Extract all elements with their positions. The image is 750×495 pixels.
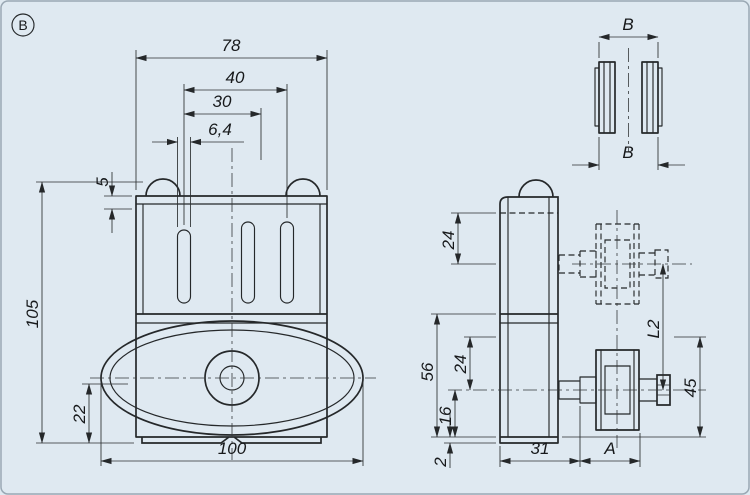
dim-b-bottom-label: B (622, 143, 633, 162)
dim-105-label: 105 (23, 299, 42, 328)
front-slot-right (279, 221, 295, 304)
side-body-outline (499, 179, 559, 444)
side-view: B B 24 56 24 16 2 31 A L2 45 (418, 15, 706, 468)
dim-45-label: 45 (681, 378, 700, 397)
side-body-inner-lines (499, 196, 559, 438)
side-centerlines (448, 210, 706, 448)
front-part-outline (135, 178, 328, 444)
side-extension-lines (431, 42, 706, 467)
dim-l2-label: L2 (644, 319, 663, 338)
dim-5-label: 5 (93, 177, 112, 187)
dim-24-mid-label: 24 (451, 355, 470, 375)
front-view: 78 40 30 6,4 5 105 22 100 (23, 36, 376, 466)
dim-b-top-label: B (622, 15, 633, 34)
front-slot-middle (240, 221, 256, 304)
dim-78-label: 78 (222, 36, 241, 55)
front-centerlines (90, 148, 376, 460)
front-slot-left (176, 229, 192, 304)
dim-40-label: 40 (226, 68, 245, 87)
rail-section-inner-lines (594, 61, 663, 134)
front-extension-lines (36, 50, 364, 466)
view-marker: B (11, 13, 35, 37)
dim-a-label: A (603, 439, 615, 458)
dim-100-label: 100 (218, 439, 247, 458)
view-marker-circle (11, 13, 35, 37)
rail-section-outline (598, 61, 659, 134)
dim-24-top-label: 24 (439, 231, 458, 251)
dim-16-label: 16 (436, 406, 455, 425)
dim-6-4-label: 6,4 (208, 120, 232, 139)
front-dimensions: 78 40 30 6,4 5 105 22 100 (23, 36, 364, 465)
lower-roller (558, 349, 671, 431)
rail-section (594, 48, 663, 152)
dim-31-label: 31 (531, 439, 550, 458)
dim-30-label: 30 (213, 92, 232, 111)
view-marker-label: B (18, 17, 27, 33)
dim-2-label: 2 (431, 457, 450, 468)
front-part-inner-lines (135, 203, 328, 324)
dim-56-label: 56 (418, 362, 437, 381)
side-dimensions: B B 24 56 24 16 2 31 A L2 45 (418, 15, 704, 468)
dim-22-label: 22 (70, 404, 89, 424)
